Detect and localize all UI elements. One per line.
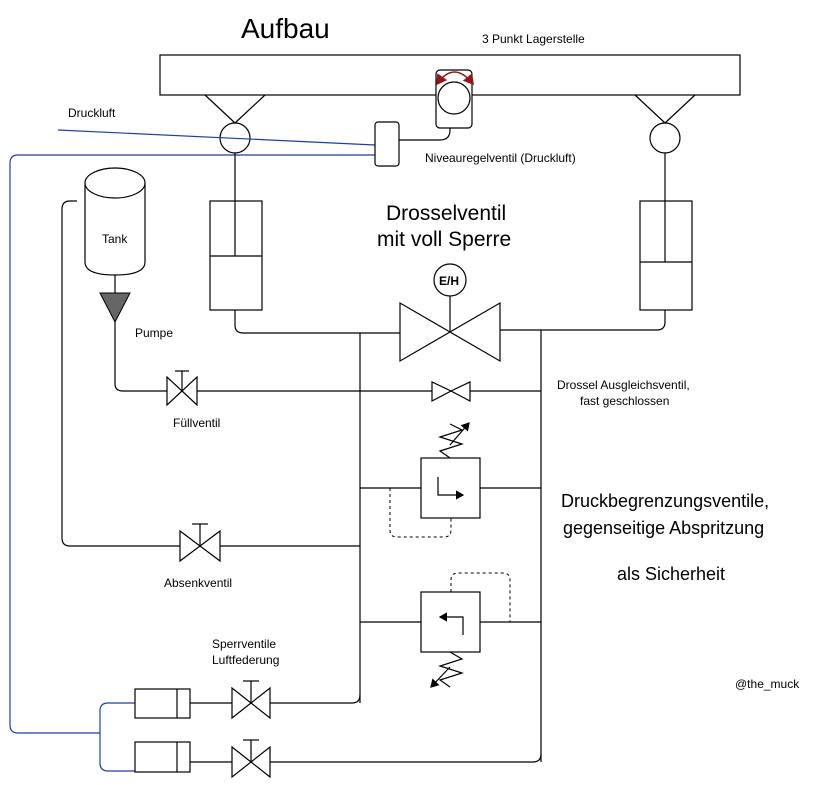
pump-label: Pumpe: [135, 326, 173, 340]
eh-actuator-icon: [433, 263, 467, 297]
lowering-valve: [179, 523, 221, 563]
watermark: @the_muck: [735, 677, 800, 691]
three-point-bearing-label: 3 Punkt Lagerstelle: [482, 32, 585, 46]
right-cylinder: [639, 200, 693, 311]
tank: Tank: [84, 167, 146, 276]
pressure-relief-valve-1: [389, 422, 481, 538]
pump-icon: [99, 292, 131, 324]
compressed-air-label: Druckluft: [68, 106, 116, 120]
fill-valve-label: Füllventil: [173, 416, 220, 430]
level-valve: [374, 121, 400, 167]
right-mount-bracket: [634, 94, 696, 124]
shutoff-valve-top: [231, 680, 271, 720]
air-distribution-line: [9, 154, 375, 734]
throttle-equalize-label-line2: fast geschlossen: [580, 394, 669, 408]
rotation-arc-icon: [436, 71, 474, 86]
fill-valve: [166, 370, 198, 407]
safety-label: als Sicherheit: [617, 564, 725, 584]
shutoff-label-line2: Luftfederung: [212, 653, 279, 667]
throttle-equalize-valve: [431, 381, 471, 402]
eh-badge: E/H: [439, 274, 459, 288]
throttle-valve: E/H: [399, 263, 501, 363]
right-pivot-icon: [649, 122, 681, 154]
air-spring-cylinder-bottom: [134, 741, 191, 773]
level-valve-label: Niveauregelventil (Druckluft): [425, 151, 576, 165]
tank-label: Tank: [102, 232, 128, 246]
air-spring-cylinder-top: [134, 688, 191, 719]
air-supply-line: [57, 129, 376, 146]
throttle-equalize-label-line1: Drossel Ausgleichsventil,: [557, 378, 690, 392]
throttle-label-line1: Drosselventil: [386, 202, 506, 225]
three-point-bearing: [435, 69, 474, 129]
shutoff-label-line1: Sperrventile: [212, 637, 276, 651]
shutoff-valve-bottom: [231, 739, 271, 779]
air-branch-line: [99, 702, 135, 772]
left-cylinder: [209, 200, 263, 311]
throttle-label-line2: mit voll Sperre: [377, 228, 511, 251]
lowering-valve-label: Absenkventil: [164, 576, 232, 590]
pressure-relief-label-line1: Druckbegrenzungsventile,: [561, 491, 769, 511]
pressure-relief-valve-2: [420, 572, 511, 688]
pressure-relief-label-line2: gegenseitige Abspritzung: [563, 518, 764, 538]
left-mount-bracket: [204, 94, 266, 124]
page-title: Aufbau: [241, 13, 330, 44]
